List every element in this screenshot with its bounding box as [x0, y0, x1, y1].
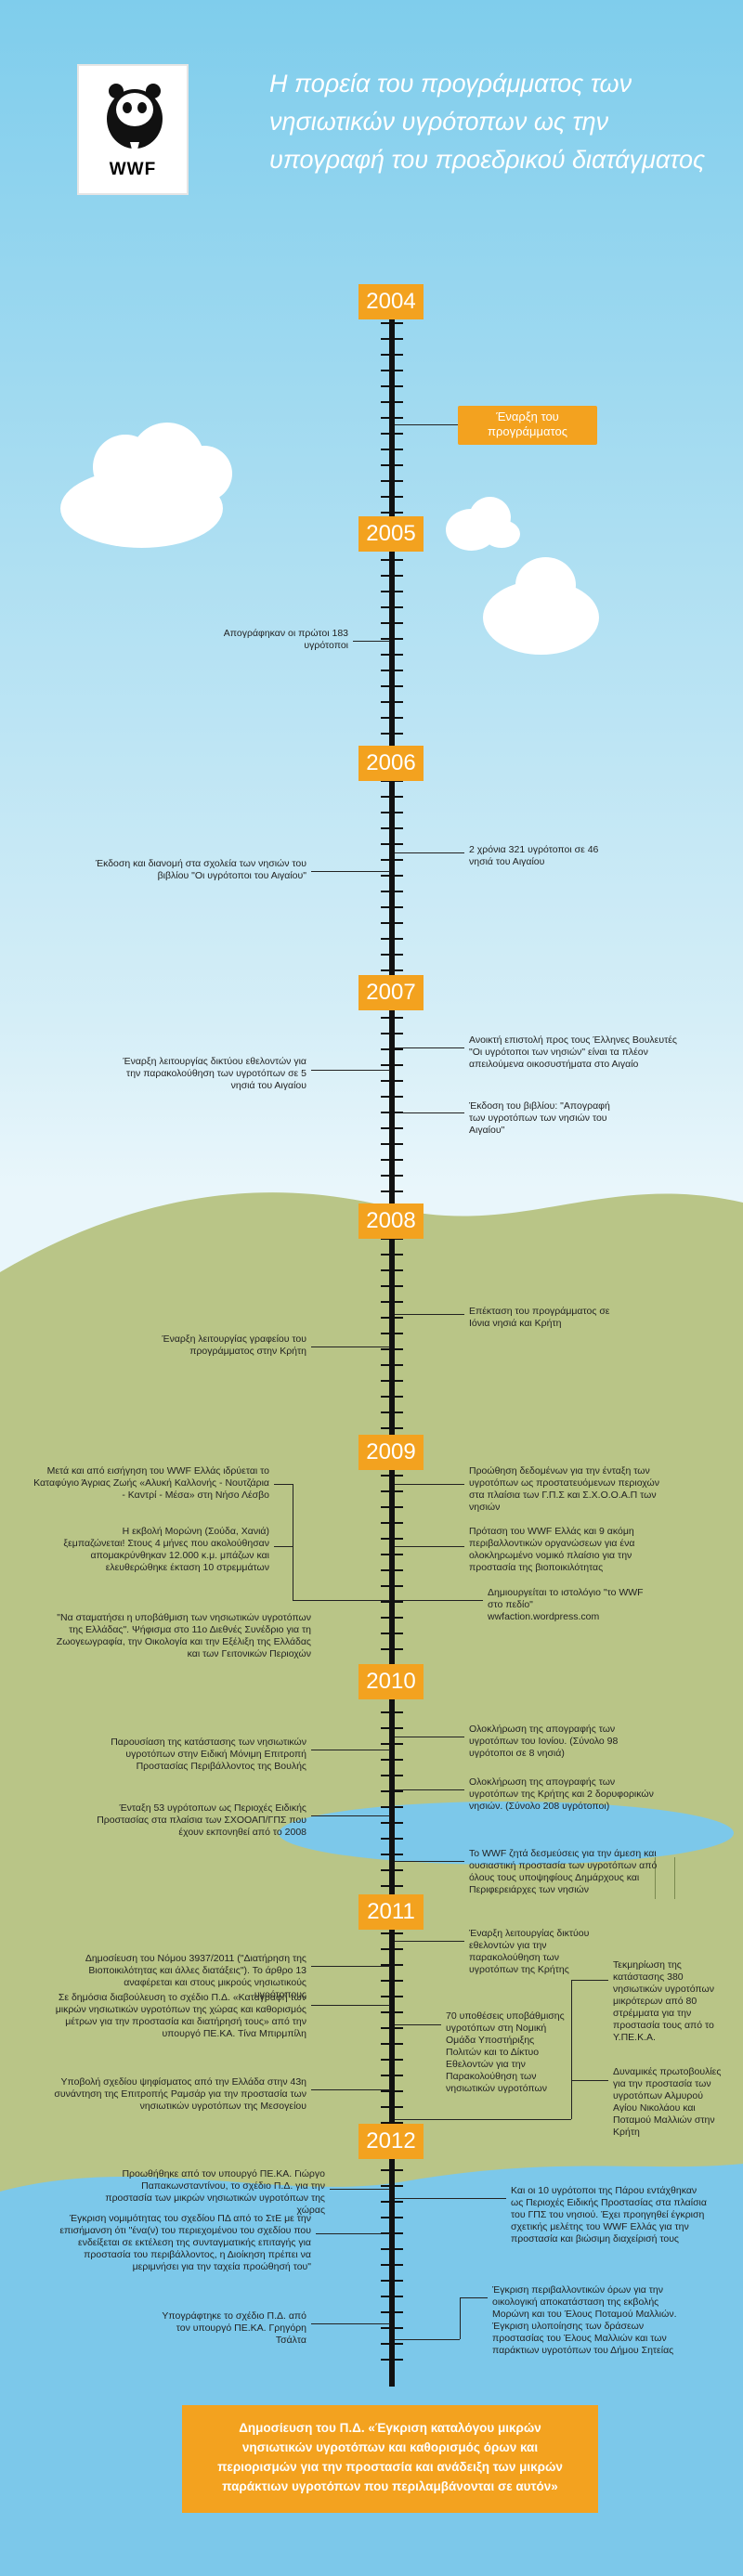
- event: Έκδοση του βιβλίου: "Απογραφή των υγροτό…: [469, 1100, 610, 1136]
- final-badge: Δημοσίευση του Π.Δ. «Έγκριση καταλόγου μ…: [182, 2405, 598, 2513]
- event: Ανοικτή επιστολή προς τους Έλληνες Βουλε…: [469, 1034, 677, 1070]
- connector: [395, 852, 464, 853]
- connector: [571, 1980, 608, 1981]
- year-2004: 2004: [358, 284, 424, 319]
- connector: [395, 2198, 506, 2199]
- lake: [279, 1802, 734, 1865]
- event: Επέκταση του προγράμματος σε Ιόνια νησιά…: [469, 1306, 610, 1329]
- event: Και οι 10 υγρότοποι της Πάρου εντάχθηκαν…: [511, 2185, 707, 2244]
- panda-icon: [107, 84, 163, 150]
- year-2011: 2011: [358, 1894, 424, 1930]
- connector: [395, 1600, 483, 1601]
- connector: [311, 2323, 390, 2324]
- event: Τεκμηρίωση της κατάστασης 380 νησιωτικών…: [613, 1959, 714, 2043]
- connector: [274, 1484, 293, 1485]
- connector: [395, 1941, 464, 1942]
- connector: [395, 2119, 571, 2120]
- event: Προωθήθηκε από τον υπουργό ΠΕ.ΚΑ. Γιώργο…: [105, 2168, 325, 2216]
- connector: [395, 1314, 464, 1315]
- connector: [274, 1546, 293, 1547]
- connector: [395, 1112, 464, 1113]
- connector: [311, 2089, 390, 2090]
- reeds: [655, 1857, 675, 1899]
- connector: [395, 1789, 464, 1790]
- event: Δημιουργείται το ιστολόγιο "το WWF στο π…: [488, 1587, 644, 1622]
- event: Έγκριση νομιμότητας του σχεδίου ΠΔ από τ…: [59, 2213, 311, 2272]
- connector: [311, 1070, 390, 1071]
- connector: [395, 1047, 464, 1048]
- event: Έκδοση και διανομή στα σχολεία των νησιώ…: [95, 858, 306, 881]
- timeline-axis: [389, 306, 395, 2387]
- connector: [571, 2080, 608, 2081]
- event: Παρουσίαση της κατάστασης των νησιωτικών…: [111, 1737, 306, 1772]
- event: Προώθηση δεδομένων για την ένταξη των υγ…: [469, 1465, 659, 1513]
- event: Η εκβολή Μορώνη (Σούδα, Χανιά) ξεμπαζώνε…: [63, 1526, 269, 1573]
- connector: [460, 2297, 488, 2298]
- event: Απογράφηκαν οι πρώτοι 183 υγρότοποι: [223, 628, 348, 651]
- event: 2 χρόνια 321 υγρότοποι σε 46 νησιά του Α…: [469, 844, 599, 867]
- connector: [460, 2297, 461, 2339]
- connector: [311, 871, 390, 872]
- connector: [311, 1966, 390, 1967]
- event: Υποβολή σχεδίου ψηφίσματος από την Ελλάδ…: [54, 2076, 306, 2112]
- connector: [311, 1815, 390, 1816]
- event: Έναρξη λειτουργίας δικτύου εθελοντών για…: [469, 1928, 590, 1975]
- year-2010: 2010: [358, 1664, 424, 1699]
- year-2005: 2005: [358, 516, 424, 552]
- logo-text: WWF: [109, 160, 157, 179]
- event: Υπογράφτηκε το σχέδιο Π.Δ. από τον υπουρ…: [162, 2310, 306, 2346]
- year-2007: 2007: [358, 975, 424, 1010]
- connector: [311, 2005, 390, 2006]
- event: Δυναμικές πρωτοβουλίες για την προστασία…: [613, 2066, 722, 2138]
- connector: [395, 2024, 441, 2025]
- event: "Να σταματήσει η υποβάθμιση των νησιωτικ…: [56, 1612, 311, 1659]
- year-2006: 2006: [358, 746, 424, 781]
- event: Ολοκλήρωση της απογραφής των υγροτόπων τ…: [469, 1776, 654, 1812]
- connector: [293, 1600, 390, 1601]
- connector: [395, 1861, 464, 1862]
- wwf-logo: WWF: [77, 64, 189, 195]
- event: Έγκριση περιβαλλοντικών όρων για την οικ…: [492, 2284, 677, 2356]
- connector: [571, 1980, 572, 2119]
- event: Πρόταση του WWF Ελλάς και 9 ακόμη περιβα…: [469, 1526, 635, 1573]
- event: Σε δημόσια διαβούλευση το σχέδιο Π.Δ. «Κ…: [55, 1992, 306, 2039]
- year-2009: 2009: [358, 1435, 424, 1470]
- connector: [330, 2189, 390, 2190]
- connector: [353, 641, 390, 642]
- connector: [316, 2233, 390, 2234]
- event: Ολοκλήρωση της απογραφής των υγροτόπων τ…: [469, 1724, 619, 1759]
- start-badge: Έναρξη του προγράμματος: [458, 406, 597, 445]
- event: Έναρξη λειτουργίας δικτύου εθελοντών για…: [123, 1056, 306, 1091]
- event: 70 υποθέσεις υποβάθμισης υγροτόπων στη Ν…: [446, 2010, 565, 2094]
- connector: [395, 1484, 464, 1485]
- connector: [395, 2339, 460, 2340]
- event: Ένταξη 53 υγρότοπων ως Περιοχές Ειδικής …: [97, 1802, 306, 1838]
- event: Το WWF ζητά δεσμεύσεις για την άμεση και…: [469, 1848, 658, 1895]
- year-2008: 2008: [358, 1203, 424, 1239]
- event: Δημοσίευση του Νόμου 3937/2011 ("Διατήρη…: [85, 1953, 306, 2000]
- page-title: Η πορεία του προγράμματος των νησιωτικών…: [269, 70, 706, 174]
- connector: [395, 1546, 464, 1547]
- connector: [395, 424, 460, 425]
- year-2012: 2012: [358, 2124, 424, 2159]
- event: Έναρξη λειτουργίας γραφείου του προγράμμ…: [162, 1334, 306, 1357]
- event: Μετά και από εισήγηση του WWF Ελλάς ιδρύ…: [33, 1465, 269, 1501]
